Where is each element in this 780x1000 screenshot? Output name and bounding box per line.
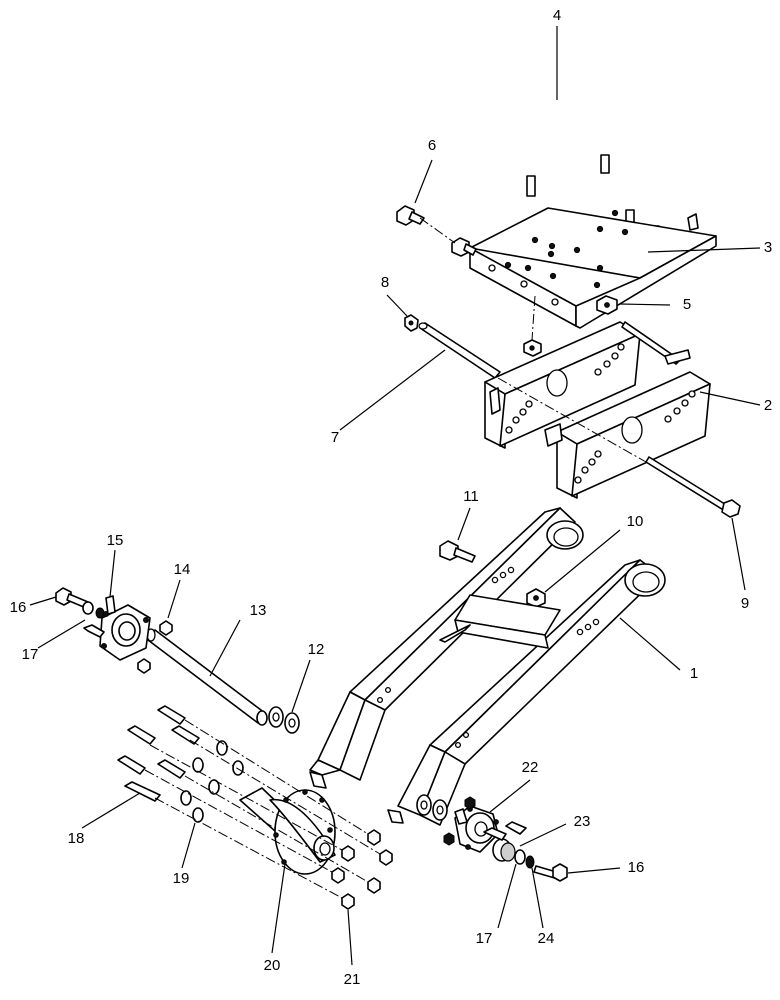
collar-part-23 <box>483 821 527 862</box>
callout-13: 13 <box>250 602 267 619</box>
shaft-part-13 <box>146 628 268 726</box>
bracket-part-2 <box>484 321 711 499</box>
callout-14: 14 <box>174 561 191 578</box>
callout-1: 1 <box>690 665 698 682</box>
washer-part-17-left <box>82 601 105 619</box>
bearing-part-22 <box>443 796 499 853</box>
callout-15: 15 <box>107 532 124 549</box>
callout-8: 8 <box>381 274 389 291</box>
callout-20: 20 <box>264 957 281 974</box>
callout-4: 4 <box>553 7 561 24</box>
long-bolt-part-9 <box>645 456 741 518</box>
pin-part-7 <box>418 322 501 379</box>
callout-10: 10 <box>627 513 644 530</box>
callout-18: 18 <box>68 830 85 847</box>
centerlines <box>144 217 647 899</box>
hub-part-20 <box>239 787 336 875</box>
callout-17-right: 17 <box>476 930 493 947</box>
swing-arm-part-1 <box>309 507 666 826</box>
bolt-part-6 <box>396 205 477 257</box>
callout-5: 5 <box>683 296 691 313</box>
bolt-part-18 <box>117 705 200 802</box>
callout-9: 9 <box>741 595 749 612</box>
washer-part-24 <box>525 855 535 869</box>
callout-6: 6 <box>428 137 436 154</box>
bolt-part-11 <box>439 540 476 563</box>
callout-16-right: 16 <box>628 859 645 876</box>
leader-lines <box>29 26 761 966</box>
callout-22: 22 <box>522 759 539 776</box>
callout-19: 19 <box>173 870 190 887</box>
callout-17-left: 17 <box>22 646 39 663</box>
callout-2: 2 <box>764 397 772 414</box>
callout-21: 21 <box>344 971 361 988</box>
mounting-plate-part-3 <box>469 207 717 329</box>
callout-3: 3 <box>764 239 772 256</box>
washer-part-19 <box>180 740 244 823</box>
washer-part-17-right <box>514 849 526 865</box>
bolt-part-16-left <box>55 587 105 638</box>
bearing-part-15 <box>99 595 151 661</box>
callout-12: 12 <box>308 641 325 658</box>
callout-24: 24 <box>538 930 555 947</box>
callout-16-left: 16 <box>10 599 27 616</box>
bolt-part-16-right <box>533 863 568 882</box>
callout-23: 23 <box>574 813 591 830</box>
nut-part-21 <box>331 829 393 910</box>
washer-part-12 <box>268 706 300 734</box>
callout-7: 7 <box>331 429 339 446</box>
callout-labels: 4 6 3 8 5 2 7 11 10 9 1 15 14 16 13 12 1… <box>10 7 773 988</box>
nut-part-10 <box>526 588 546 608</box>
washer-part-12-right <box>416 794 448 821</box>
callout-11: 11 <box>463 488 479 505</box>
nut-part-8 <box>404 314 419 332</box>
nut-part-14 <box>137 620 173 674</box>
